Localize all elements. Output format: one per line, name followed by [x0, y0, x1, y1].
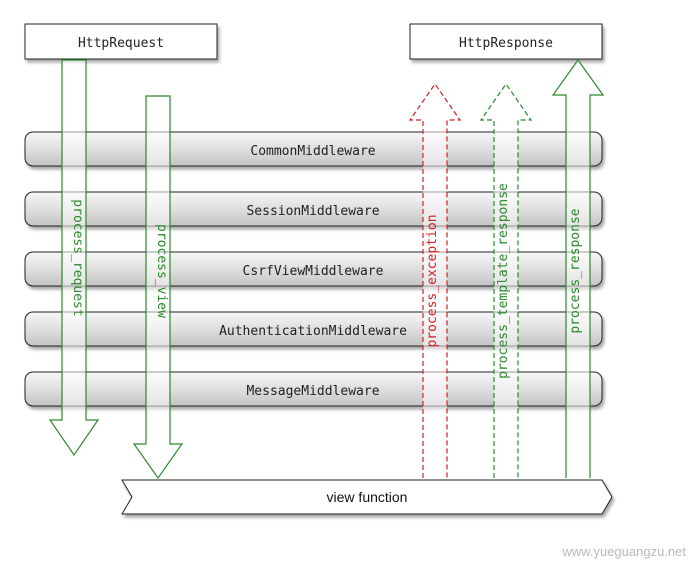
- view-function-label: view function: [327, 489, 408, 505]
- process-template-response-label: process_template_response: [496, 183, 511, 379]
- process-exception-label: process_exception: [425, 214, 440, 347]
- process-view-arrow: process_view: [132, 95, 184, 480]
- view-function-ribbon: view function: [121, 479, 613, 515]
- middleware-label: CommonMiddleware: [250, 144, 375, 159]
- middleware-label: AuthenticationMiddleware: [219, 324, 407, 339]
- process-request-arrow: process_request: [48, 59, 100, 457]
- http-request-label: HttpRequest: [78, 36, 164, 51]
- process-exception-arrow: process_exception: [408, 82, 462, 478]
- middleware-label: MessageMiddleware: [246, 384, 379, 399]
- process-response-arrow: process_response: [551, 58, 605, 478]
- middleware-label: CsrfViewMiddleware: [243, 264, 384, 279]
- process-response-label: process_response: [568, 208, 583, 333]
- middleware-label: SessionMiddleware: [246, 204, 379, 219]
- process-template-response-arrow: process_template_response: [479, 82, 533, 478]
- http-response-box: HttpResponse: [409, 23, 603, 60]
- http-response-label: HttpResponse: [459, 36, 553, 51]
- process-view-label: process_view: [154, 224, 169, 318]
- process-request-label: process_request: [70, 199, 85, 316]
- watermark: www.yueguangzu.net: [561, 544, 686, 559]
- http-request-box: HttpRequest: [24, 23, 218, 60]
